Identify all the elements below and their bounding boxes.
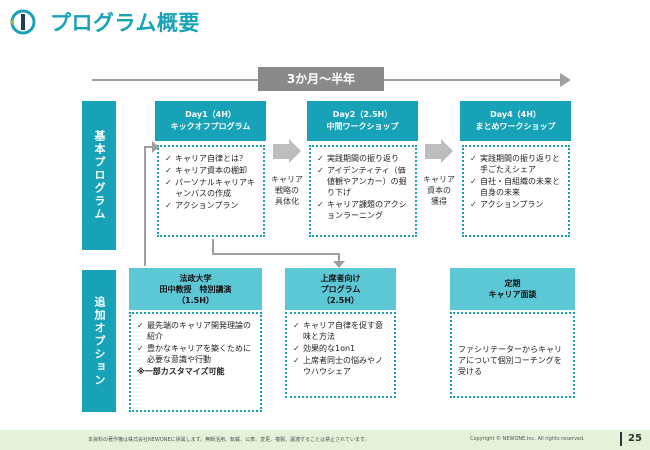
check-icon: ✓ xyxy=(293,344,300,353)
check-icon: ✓ xyxy=(317,154,324,163)
section-label-basic: 基本プログラム xyxy=(82,101,116,250)
day4-content: ✓実践期間の振り返りと手ごたえシェア ✓自社・自組織の未来と自身の未来 ✓アクシ… xyxy=(462,145,570,237)
option3-content: ファシリテーターからキャリアについて個別コーチングを受ける xyxy=(450,312,575,398)
day1-header: Day1（4H） キックオフプログラム xyxy=(155,101,266,141)
timeline-arrow-icon xyxy=(560,73,571,87)
list-item: ✓効果的な1on1 xyxy=(293,344,356,353)
connector-line xyxy=(144,146,154,148)
check-icon: ✓ xyxy=(165,166,172,175)
day1-title: Day1（4H） xyxy=(185,110,236,119)
arrow-right-icon xyxy=(273,144,289,159)
between-label-2: キャリア 資本の 獲得 xyxy=(423,175,455,206)
check-icon: ✓ xyxy=(317,200,324,209)
option2-content: ✓キャリア自律を促す意味と方法 ✓効果的な1on1 ✓上席者同士の悩みやノウハウ… xyxy=(285,312,396,398)
check-icon: ✓ xyxy=(470,200,477,209)
list-item: ✓パーソナルキャリアキャンバスの作成 xyxy=(165,178,255,198)
list-item: ✓最先端のキャリア開発理論の紹介 xyxy=(137,321,251,341)
arrow-right-icon xyxy=(152,141,159,153)
list-item: ✓キャリア課題のアクションラーニング xyxy=(317,200,407,220)
arrow-down-icon xyxy=(333,261,345,268)
section-label-option: 追加オプション xyxy=(82,270,116,412)
check-icon: ✓ xyxy=(137,344,144,353)
check-icon: ✓ xyxy=(317,166,324,175)
check-icon: ✓ xyxy=(165,154,172,163)
list-item: ✓豊かなキャリアを築くために必要な意識や行動 xyxy=(137,344,251,364)
footer-bar xyxy=(0,430,650,450)
connector-line xyxy=(212,253,340,255)
customize-note: ※一部カスタマイズ可能 xyxy=(137,367,225,376)
day4-title: Day4（4H） xyxy=(490,110,541,119)
check-icon: ✓ xyxy=(165,201,172,210)
timeline-label: 3か月～半年 xyxy=(258,67,384,91)
check-icon: ✓ xyxy=(470,177,477,186)
connector-line xyxy=(144,146,146,266)
option3-text: ファシリテーターからキャリアについて個別コーチングを受ける xyxy=(458,345,562,376)
logo-icon xyxy=(10,9,36,35)
page-title: プログラム概要 xyxy=(50,11,200,35)
list-item: ✓実践期間の振り返り xyxy=(317,154,399,163)
list-item: ✓アクションプラン xyxy=(165,201,239,210)
day2-title: Day2（2.5H） xyxy=(332,110,393,119)
footer-divider xyxy=(620,432,622,446)
check-icon: ✓ xyxy=(470,154,477,163)
day4-header: Day4（4H） まとめワークショップ xyxy=(460,101,571,141)
day1-content: ✓キャリア自律とは？ ✓キャリア資本の棚卸 ✓パーソナルキャリアキャンバスの作成… xyxy=(157,145,265,237)
page-number: 25 xyxy=(628,433,642,444)
connector-line xyxy=(338,253,340,263)
option3-header: 定期 キャリア面談 xyxy=(450,268,575,310)
list-item: ✓キャリア自律とは？ xyxy=(165,154,247,163)
arrow-right-icon xyxy=(425,144,441,159)
day2-content: ✓実践期間の振り返り ✓アイデンティティ（価値観やアンカー）の掘り下げ ✓キャリ… xyxy=(309,145,417,237)
header: プログラム概要 xyxy=(0,0,650,42)
arrow-right-head-icon xyxy=(289,139,301,163)
copyright-notice: 本資料の著作権は株式会社NEWONEに帰属します。無断活用、転載、公表、変更、複… xyxy=(88,437,370,443)
copyright-text: Copyright © NEWONE,Inc. All rights reser… xyxy=(470,436,585,442)
check-icon: ✓ xyxy=(137,321,144,330)
list-item: ✓アイデンティティ（価値観やアンカー）の掘り下げ xyxy=(317,166,407,197)
connector-line xyxy=(212,239,214,255)
check-icon: ✓ xyxy=(293,321,300,330)
day1-subtitle: キックオフプログラム xyxy=(170,122,251,131)
list-item: ✓上席者同士の悩みやノウハウシェア xyxy=(293,356,383,376)
list-item: ✓自社・自組織の未来と自身の未来 xyxy=(470,177,560,197)
list-item: ✓実践期間の振り返りと手ごたえシェア xyxy=(470,154,560,174)
option2-header: 上席者向け プログラム （2.5H） xyxy=(285,268,396,310)
option1-content: ✓最先端のキャリア開発理論の紹介 ✓豊かなキャリアを築くために必要な意識や行動 … xyxy=(129,312,262,412)
check-icon: ✓ xyxy=(293,356,300,365)
day2-subtitle: 中間ワークショップ xyxy=(326,122,399,131)
day2-header: Day2（2.5H） 中間ワークショップ xyxy=(307,101,418,141)
check-icon: ✓ xyxy=(165,178,172,187)
list-item: ✓キャリア自律を促す意味と方法 xyxy=(293,321,383,341)
day4-subtitle: まとめワークショップ xyxy=(475,122,556,131)
option1-header: 法政大学 田中教授 特別講演 （1.5H） xyxy=(129,268,262,310)
arrow-right-head-icon xyxy=(441,139,453,163)
list-item: ✓アクションプラン xyxy=(470,200,544,209)
between-label-1: キャリア 戦略の 具体化 xyxy=(271,175,303,206)
list-item: ✓キャリア資本の棚卸 xyxy=(165,166,247,175)
